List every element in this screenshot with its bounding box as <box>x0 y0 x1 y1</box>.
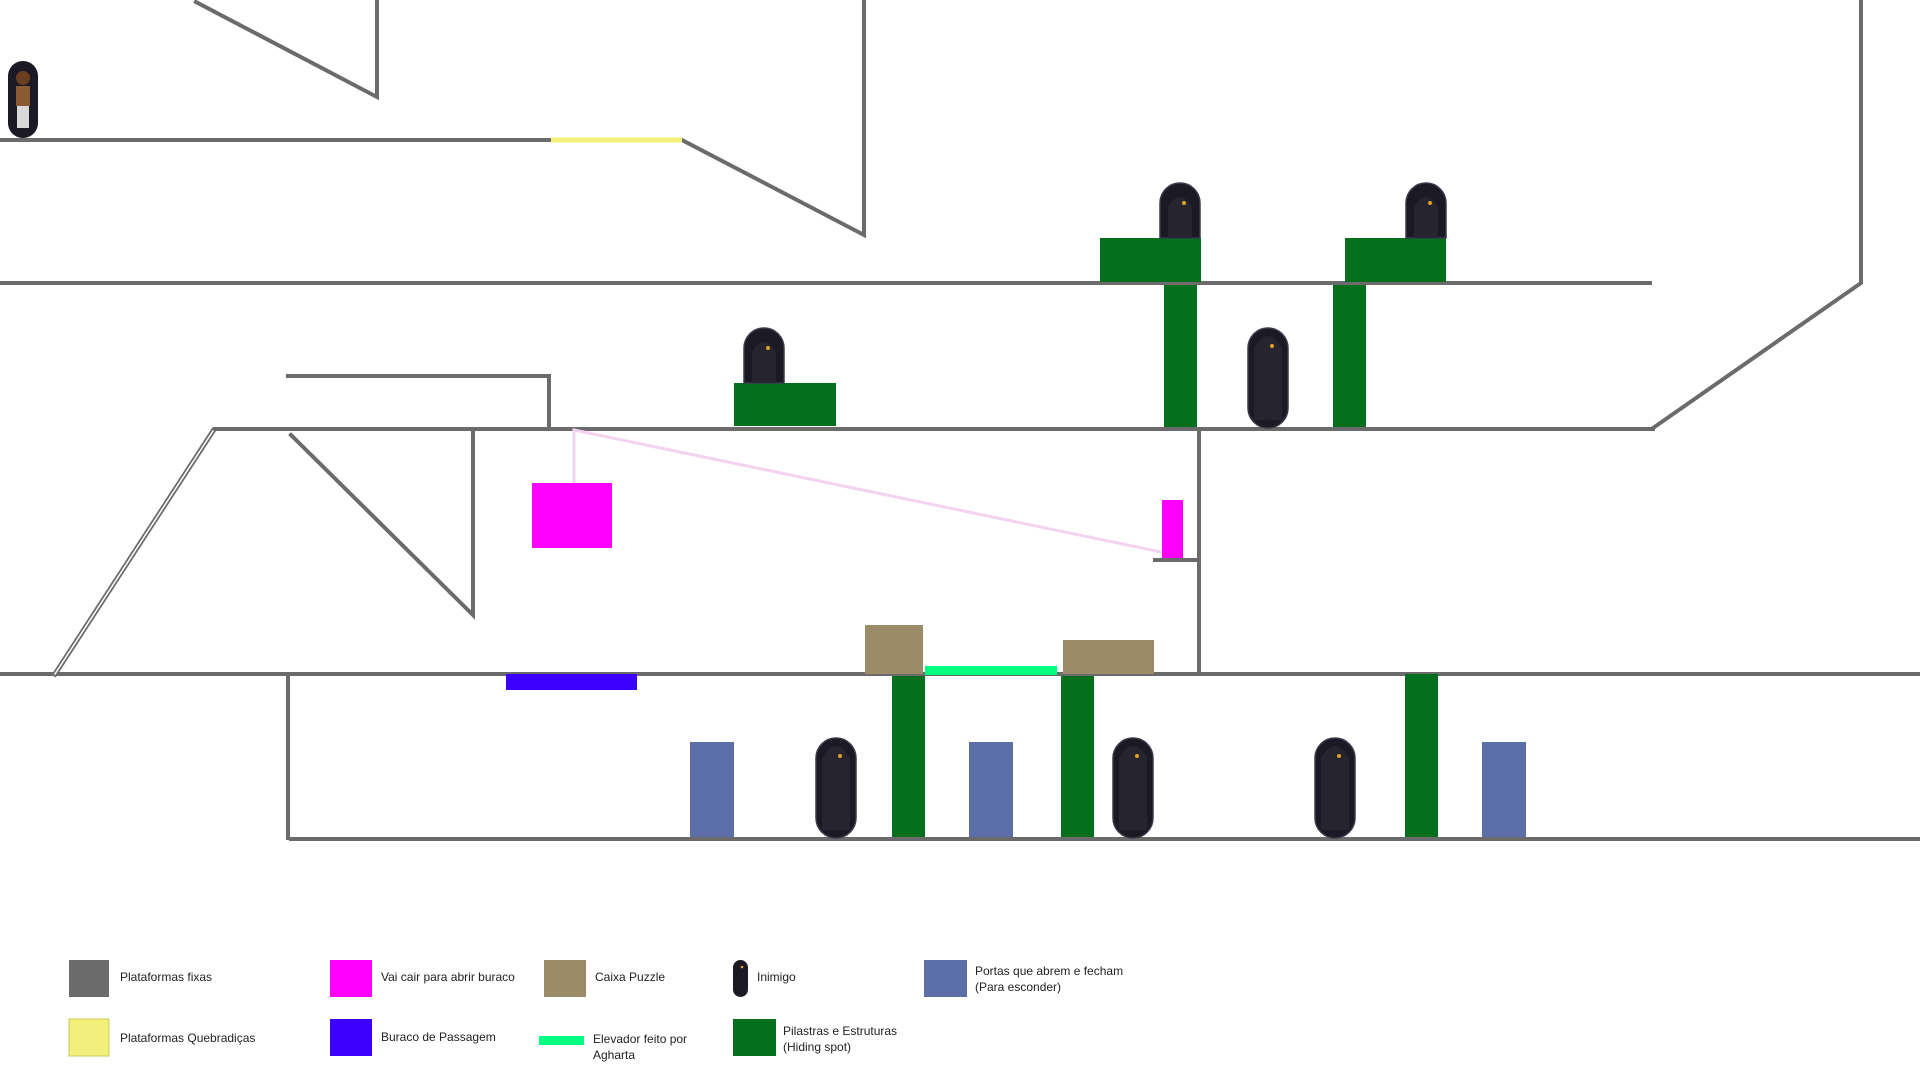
legend-label-fixed: Plataformas fixas <box>120 970 213 984</box>
pillar-structure <box>892 676 925 837</box>
legend-swatch-falling <box>330 960 372 997</box>
legend-swatch-fixed <box>69 960 109 997</box>
puzzle-box-2 <box>1063 640 1154 674</box>
legend-swatch-door <box>924 960 967 997</box>
pillar-structure <box>1061 676 1094 837</box>
hooded-enemy-icon <box>1112 737 1154 839</box>
legend-label-enemy: Inimigo <box>757 970 796 984</box>
legend-label-breakable: Plataformas Quebradiças <box>120 1031 256 1045</box>
legend-label-elevator-line2: Agharta <box>593 1048 636 1062</box>
legend-label-falling: Vai cair para abrir buraco <box>381 970 515 984</box>
pillar-structure <box>1100 238 1201 282</box>
wall-top-slant-left <box>193 0 379 101</box>
door <box>1482 742 1526 837</box>
pillar-structure <box>1164 285 1197 427</box>
hooded-enemy-icon <box>1405 182 1447 239</box>
legend-swatch-pillar <box>733 1019 776 1056</box>
falling-block-small <box>1162 500 1183 558</box>
legend-label-elevator-line1: Elevador feito por <box>593 1032 688 1046</box>
legend-label-door-line1: Portas que abrem e fecham <box>975 964 1124 978</box>
legend-label-puzzle-box: Caixa Puzzle <box>595 970 666 984</box>
falling-block-large <box>532 483 612 548</box>
wall-top-slant-right <box>679 0 866 239</box>
legend-label-door: Portas que abrem e fecham (Para esconder… <box>975 963 1123 995</box>
door <box>969 742 1013 837</box>
legend-label-pillar-line1: Pilastras e Estruturas <box>783 1024 898 1038</box>
pillars <box>734 238 1446 837</box>
legend-swatch-breakable <box>68 1018 110 1057</box>
legend-swatch-hole <box>330 1019 372 1056</box>
passage-hole <box>506 674 637 690</box>
door <box>690 742 734 837</box>
legend-label-pillar-line2: (Hiding spot) <box>783 1040 852 1054</box>
legend-swatches <box>68 960 967 1057</box>
ledge-third-small <box>286 374 551 427</box>
pillar-structure <box>734 383 836 426</box>
puzzle-box-1 <box>865 625 923 674</box>
ramp-left <box>51 427 217 678</box>
wall-right-outer <box>1650 0 1863 431</box>
pillar-structure <box>1333 285 1366 427</box>
legend-swatch-elevator <box>539 1036 584 1045</box>
hooded-enemy-icon <box>1314 737 1356 839</box>
doors <box>690 742 1526 837</box>
legend-label-elevator: Elevador feito por Agharta <box>593 1031 687 1063</box>
wall-third-slant <box>288 431 475 620</box>
hooded-enemy-icon <box>815 737 857 839</box>
pillar-structure <box>1345 238 1446 282</box>
rope-line <box>572 428 1162 554</box>
pillar-structure <box>1405 674 1438 837</box>
legend-label-hole: Buraco de Passagem <box>381 1030 496 1044</box>
legend-enemy-icon <box>733 960 748 997</box>
legend-swatch-puzzle-box <box>544 960 586 997</box>
legend-label-pillar: Pilastras e Estruturas (Hiding spot) <box>783 1023 897 1055</box>
hooded-enemy-icon <box>743 327 785 384</box>
player-character-icon <box>8 61 38 138</box>
legend-label-door-line2: (Para esconder) <box>975 980 1062 994</box>
elevator <box>925 666 1057 675</box>
fixed-platforms <box>0 0 1920 841</box>
hooded-enemy-icon <box>1159 182 1201 239</box>
hooded-enemy-icon <box>1247 327 1289 429</box>
